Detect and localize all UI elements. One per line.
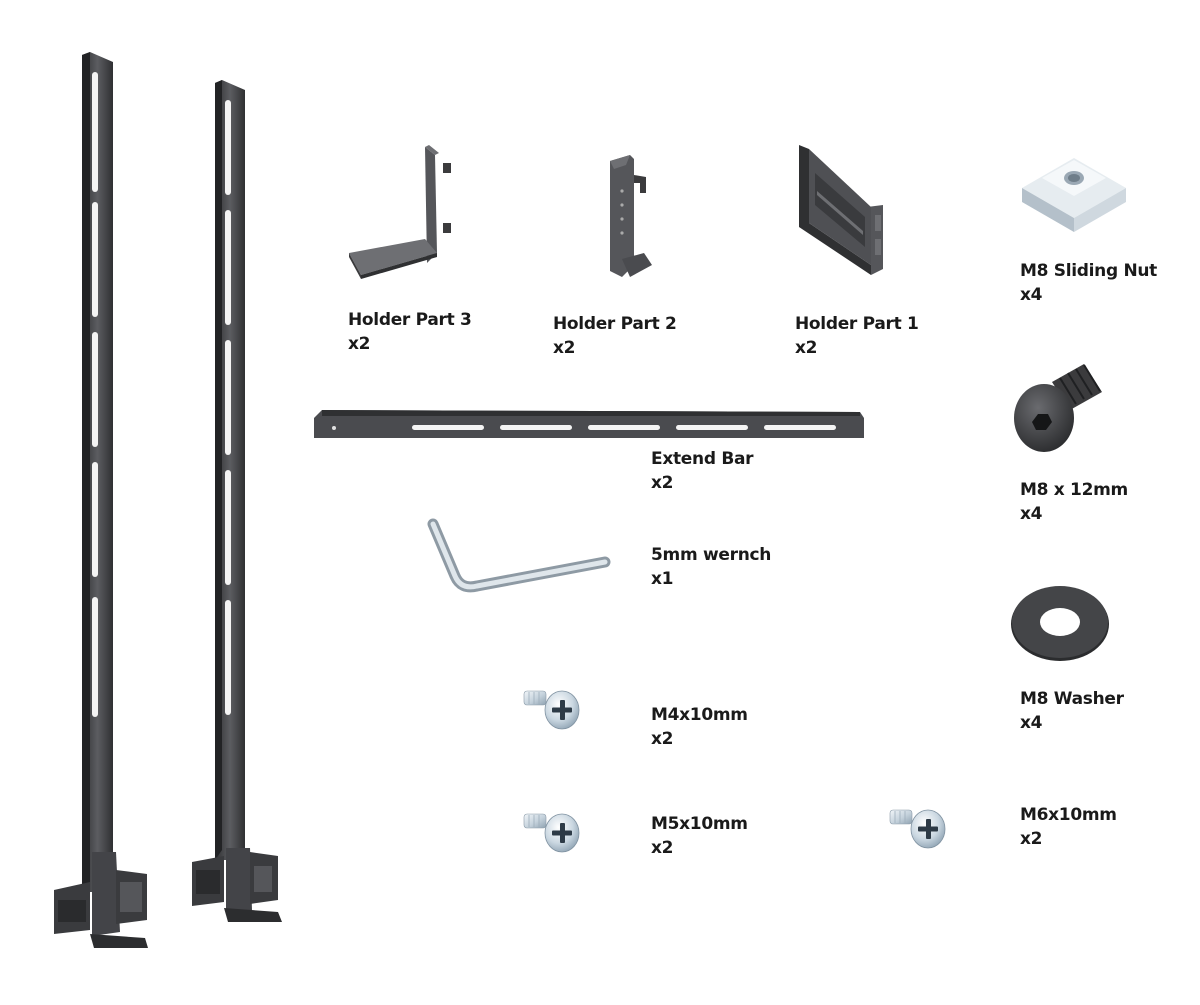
extend-bar-label: Extend Bar x2 [651, 447, 754, 495]
part-name: M6x10mm [1020, 805, 1117, 825]
holder-part-3-image [345, 145, 460, 280]
holder-part-3-label: Holder Part 3 x2 [348, 308, 472, 356]
part-name: M5x10mm [651, 814, 748, 834]
holder-part-2-label: Holder Part 2 x2 [553, 312, 677, 360]
m8-washer-label: M8 Washer x4 [1020, 687, 1124, 735]
part-name: Holder Part 2 [553, 314, 677, 334]
part-qty: x2 [651, 838, 674, 858]
holder-part-2-image [600, 155, 665, 280]
part-name: 5mm wernch [651, 545, 772, 565]
vertical-pole-right [190, 80, 290, 925]
m4x10mm-image [523, 684, 584, 736]
part-qty: x1 [651, 569, 674, 589]
washer-icon [1011, 586, 1109, 661]
vertical-pole-icon [54, 52, 148, 948]
part-name: M8 Sliding Nut [1020, 261, 1158, 281]
m8-washer-image [1010, 582, 1110, 662]
m8-sliding-nut-image [1014, 148, 1134, 238]
part-qty: x2 [651, 729, 674, 749]
extend-bar-image [312, 408, 867, 442]
part-name: Extend Bar [651, 449, 754, 469]
part-qty: x2 [553, 338, 576, 358]
hex-key-icon [427, 518, 611, 593]
m8-sliding-nut-label: M8 Sliding Nut x4 [1020, 259, 1157, 307]
phillips-screw-icon [523, 813, 580, 853]
wrench-label: 5mm wernch x1 [651, 543, 771, 591]
sliding-nut-icon [1022, 158, 1126, 232]
phillips-screw-icon [523, 690, 580, 730]
part-qty: x2 [795, 338, 818, 358]
part-qty: x4 [1020, 713, 1043, 733]
channel-bracket-icon [799, 145, 883, 275]
part-qty: x4 [1020, 504, 1043, 524]
holder-part-1-label: Holder Part 1 x2 [795, 312, 919, 360]
hook-bracket-icon [610, 155, 652, 277]
hex-socket-bolt-icon [1014, 364, 1102, 452]
wrench-image [425, 518, 611, 596]
m8-x-12mm-image [1012, 362, 1107, 457]
m6x10mm-image [889, 803, 950, 855]
l-bracket-icon [349, 145, 451, 279]
part-qty: x4 [1020, 285, 1043, 305]
holder-part-1-image [795, 143, 890, 278]
part-name: M4x10mm [651, 705, 748, 725]
part-name: Holder Part 1 [795, 314, 919, 334]
part-name: M8 x 12mm [1020, 480, 1128, 500]
m8-x-12mm-label: M8 x 12mm x4 [1020, 478, 1128, 526]
slotted-bar-icon [314, 410, 864, 438]
vertical-pole-icon [192, 80, 282, 922]
part-name: Holder Part 3 [348, 310, 472, 330]
m4x10mm-label: M4x10mm x2 [651, 703, 748, 751]
m5x10mm-label: M5x10mm x2 [651, 812, 748, 860]
phillips-screw-icon [889, 809, 946, 849]
part-qty: x2 [1020, 829, 1043, 849]
part-qty: x2 [651, 473, 674, 493]
part-name: M8 Washer [1020, 689, 1124, 709]
m6x10mm-label: M6x10mm x2 [1020, 803, 1117, 851]
vertical-pole-left [50, 52, 155, 950]
part-qty: x2 [348, 334, 371, 354]
m5x10mm-image [523, 807, 584, 859]
